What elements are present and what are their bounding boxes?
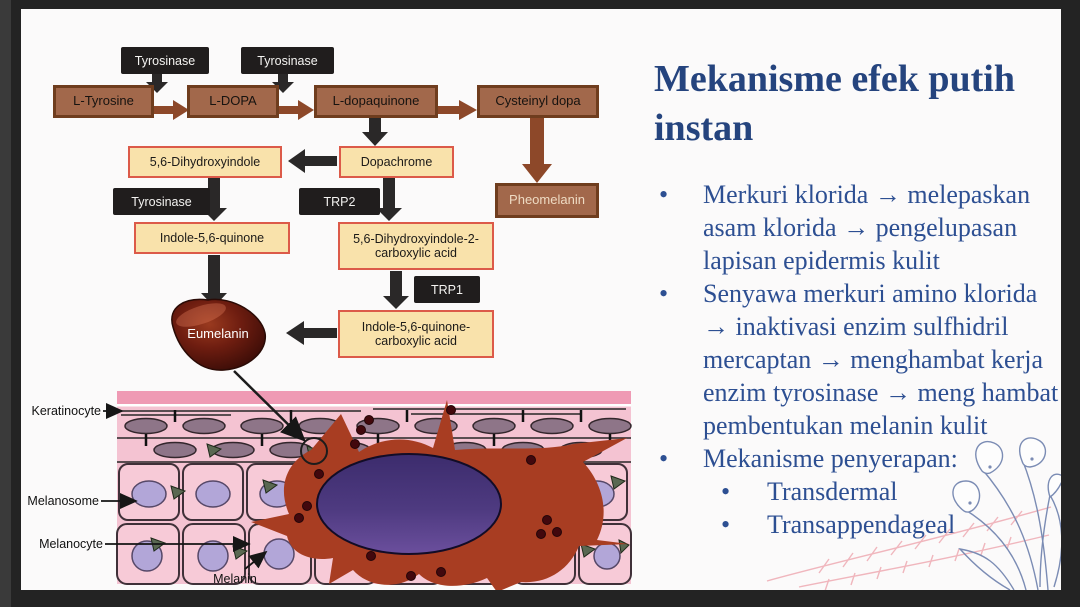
pathway-and-skin-illustration bbox=[101, 73, 632, 590]
enzyme-box-tyrosinase-1: Tyrosinase bbox=[121, 47, 209, 74]
sub-bullet-item: • Transappendageal bbox=[654, 508, 1061, 541]
bullet-item: • Senyawa merkuri amino klorida → inakti… bbox=[654, 277, 1061, 442]
product-box-indole-quinone: Indole-5,6-quinone bbox=[134, 222, 290, 254]
substrate-box-l-dopa: L-DOPA bbox=[187, 85, 279, 118]
black-arrows bbox=[146, 73, 409, 345]
melanin-label: Melanin bbox=[213, 572, 257, 586]
melanosome-label: Melanosome bbox=[27, 494, 99, 508]
text-panel: Mekanisme efek putih instan • Merkuri kl… bbox=[654, 55, 1061, 541]
bullet-dot: • bbox=[721, 509, 731, 539]
slide-title: Mekanisme efek putih instan bbox=[654, 58, 1015, 150]
sub-bullet-item: • Transdermal bbox=[654, 475, 1061, 508]
enzyme-box-trp2: TRP2 bbox=[299, 188, 380, 215]
bullet-dot: • bbox=[659, 179, 669, 209]
enzyme-box-tyrosinase-2: Tyrosinase bbox=[241, 47, 334, 74]
bullet-dot: • bbox=[721, 476, 731, 506]
enzyme-box-tyrosinase-3: Tyrosinase bbox=[113, 188, 210, 215]
melanosome-circle-marker bbox=[300, 437, 328, 465]
product-box-iqca: Indole-5,6-quinone-carboxylic acid bbox=[338, 310, 494, 358]
sub-bullet-text: Transappendageal bbox=[767, 509, 956, 539]
substrate-box-l-tyrosine: L-Tyrosine bbox=[53, 85, 154, 118]
skin-cross-section bbox=[116, 391, 632, 590]
substrate-box-cysteinyl-dopa: Cysteinyl dopa bbox=[477, 85, 599, 118]
bullet-item: • Mekanisme penyerapan: bbox=[654, 442, 1061, 475]
slide: Tyrosinase Tyrosinase L-Tyrosine L-DOPA … bbox=[21, 9, 1061, 590]
skin-label-arrows bbox=[101, 402, 268, 570]
melanocyte-nucleus bbox=[316, 453, 502, 555]
bullet-text: Mekanisme penyerapan: bbox=[703, 443, 958, 473]
product-box-dihydroxyindole: 5,6-Dihydroxyindole bbox=[128, 146, 282, 178]
product-box-pheomelanin: Pheomelanin bbox=[495, 183, 599, 218]
brown-arrows bbox=[153, 100, 552, 183]
substrate-box-l-dopaquinone: L-dopaquinone bbox=[314, 85, 438, 118]
bullet-item: • Merkuri klorida → melepaskan asam klor… bbox=[654, 178, 1061, 277]
enzyme-box-trp1: TRP1 bbox=[414, 276, 480, 303]
bean-to-skin-pointer bbox=[233, 370, 306, 442]
eumelanin-blob bbox=[171, 298, 266, 371]
bullet-dot: • bbox=[659, 443, 669, 473]
eumelanin-label: Eumelanin bbox=[187, 326, 249, 341]
bullet-text: Merkuri klorida → melepaskan asam klorid… bbox=[703, 179, 1031, 275]
keratinocyte-label: Keratinocyte bbox=[31, 404, 101, 418]
sub-bullet-text: Transdermal bbox=[767, 476, 898, 506]
bullet-dot: • bbox=[659, 278, 669, 308]
bullet-text: Senyawa merkuri amino klorida → inaktiva… bbox=[703, 278, 1059, 440]
frame-left-strip bbox=[0, 0, 11, 607]
product-box-dopachrome: Dopachrome bbox=[339, 146, 454, 178]
melanocyte-label-text: Melanocyte bbox=[39, 537, 103, 551]
melanogenesis-figure: Tyrosinase Tyrosinase L-Tyrosine L-DOPA … bbox=[21, 9, 681, 590]
product-box-dhica: 5,6-Dihydroxyindole-2-carboxylic acid bbox=[338, 222, 494, 270]
melanin-granules bbox=[294, 405, 562, 581]
